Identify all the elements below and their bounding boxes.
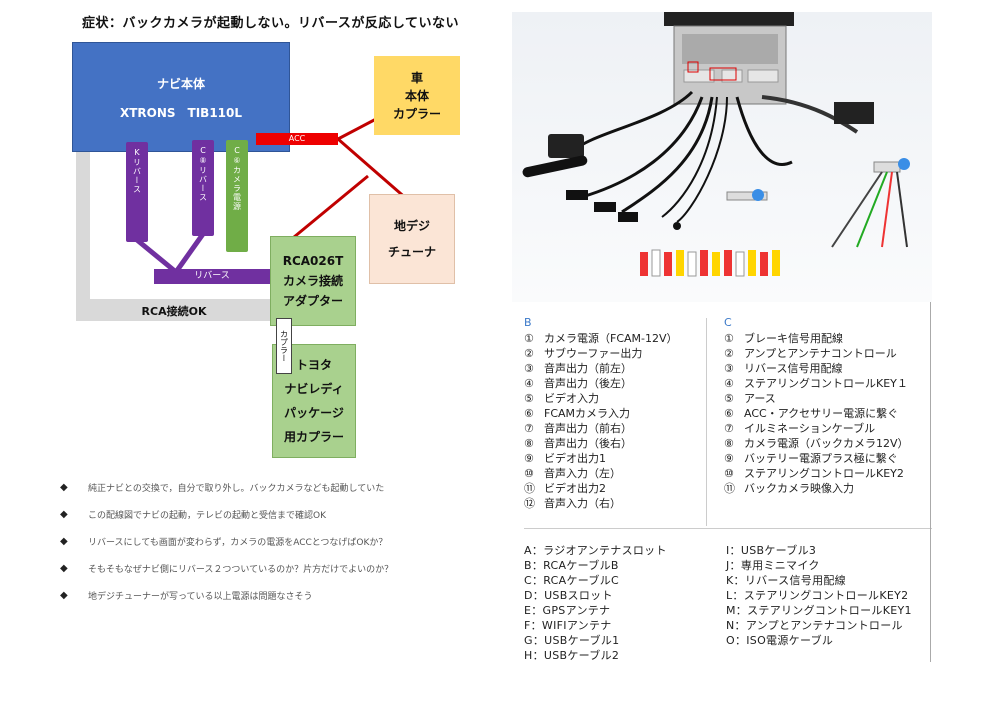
toyota-label-4: 用カプラー [283, 430, 344, 444]
diamond-bullet-icon: ◆ [60, 482, 68, 493]
toyota-label-1: トヨタ [295, 358, 332, 372]
toyota-label-3: パッケージ [284, 406, 344, 420]
note-text: リバースにしても画面が変わらず，カメラの電源をACCとつなげばOKか？ [88, 538, 388, 548]
legend-c-header: C [724, 316, 732, 329]
toyota-label-2: ナビレディ [284, 382, 344, 396]
rca-model: RCA026T [282, 254, 344, 268]
navi-unit-label: ナビ本体 [156, 77, 205, 91]
acc-to-tuner-line [337, 137, 409, 202]
letter-key-item: A：ラジオアンテナスロット [524, 544, 667, 557]
legend-divider-vertical [706, 318, 707, 526]
letter-key-item: H：USBケーブル2 [524, 649, 620, 662]
letter-key-item: K：リバース信号用配線 [726, 574, 846, 587]
rca-adapter-box: RCA026T カメラ接続 アダプター [270, 236, 356, 326]
diamond-bullet-icon: ◆ [60, 590, 68, 601]
c8-reverse-wire: C⑧リバース [192, 140, 214, 236]
letter-key-left: A：ラジオアンテナスロット B：RCAケーブルB C：RCAケーブルC D：US… [524, 542, 667, 662]
letter-key-item: B：RCAケーブルB [524, 559, 619, 572]
list-item: ◆ リバースにしても画面が変わらず，カメラの電源をACCとつなげばOKか？ [60, 528, 460, 555]
list-item: ◆ この配線図でナビの起動，テレビの起動と受信まで確認OK [60, 501, 460, 528]
page-title: 症状：バックカメラが起動しない。リバースが反応していない [82, 16, 459, 31]
list-item: ◆ 純正ナビとの交換で，自分で取り外し。バックカメラなども起動していた [60, 474, 460, 501]
rca-ok-connector-vertical [76, 142, 90, 310]
diamond-bullet-icon: ◆ [60, 509, 68, 520]
c6-camera-power-wire: C⑥カメラ電源 [226, 140, 248, 252]
navi-unit-model: XTRONS TIB110L [119, 106, 243, 120]
car-coupler-label: カプラー [392, 106, 441, 121]
digital-tuner-box: 地デジ チューナ [369, 194, 455, 284]
letter-key-item: N：アンプとアンテナコントロール [726, 619, 903, 632]
rca-label-2: アダプター [282, 294, 343, 308]
tuner-label-1: 地デジ [393, 219, 430, 233]
letter-key-item: J：専用ミニマイク [726, 559, 820, 572]
letter-key-item: G：USBケーブル1 [524, 634, 620, 647]
wiring-harness-photo [512, 12, 932, 302]
letter-key-item: C：RCAケーブルC [524, 574, 620, 587]
notes-list: ◆ 純正ナビとの交換で，自分で取り外し。バックカメラなども起動していた ◆ この配線… [60, 474, 460, 609]
list-item: ◆ 地デジチューナーが写っている以上電源は問題なさそう [60, 582, 460, 609]
tuner-label-2: チューナ [387, 245, 436, 259]
letter-key-item: O：ISO電源ケーブル [726, 634, 834, 647]
letter-key-item: E：GPSアンテナ [524, 604, 611, 617]
letter-key-right: I：USBケーブル3 J：専用ミニマイク K：リバース信号用配線 L：ステアリン… [726, 542, 912, 647]
letter-key-item: D：USBスロット [524, 589, 613, 602]
k-reverse-link [135, 238, 178, 274]
reverse-wire-bar: リバース [154, 269, 270, 284]
c8-reverse-link [173, 232, 206, 274]
note-text: 地デジチューナーが写っている以上電源は問題なさそう [88, 592, 313, 602]
acc-wire: ACC [256, 133, 338, 145]
letter-key-item: F：WIFIアンテナ [524, 619, 612, 632]
diamond-bullet-icon: ◆ [60, 536, 68, 547]
wiring-harness-illustration [522, 12, 910, 277]
right-edge-divider [930, 302, 931, 662]
legend-b-header: B [524, 316, 532, 329]
diamond-bullet-icon: ◆ [60, 563, 68, 574]
note-text: この配線図でナビの起動，テレビの起動と受信まで確認OK [88, 511, 326, 521]
car-body-label: 本体 [404, 88, 429, 103]
note-text: そもそもなぜナビ側にリバース２つついているのか？片方だけでよいのか？ [88, 565, 394, 575]
car-label: 車 [410, 70, 423, 85]
acc-to-car-line [337, 116, 379, 141]
legend-divider-horizontal [524, 528, 932, 529]
letter-key-item: M：ステアリングコントロールKEY1 [726, 604, 912, 617]
note-text: 純正ナビとの交換で，自分で取り外し。バックカメラなども起動していた [88, 484, 385, 494]
letter-key-item: L：ステアリングコントロールKEY2 [726, 589, 909, 602]
rca-ok-connector: RCA接続OK [76, 299, 272, 321]
car-coupler-box: 車 本体 カプラー [374, 56, 460, 135]
navi-unit-box: ナビ本体 XTRONS TIB110L [72, 42, 290, 152]
acc-to-rca-line [287, 174, 369, 244]
rca-label-1: カメラ接続 [282, 274, 343, 288]
letter-key-item: I：USBケーブル3 [726, 544, 817, 557]
list-item: ◆ そもそもなぜナビ側にリバース２つついているのか？片方だけでよいのか？ [60, 555, 460, 582]
connection-lines [135, 116, 409, 274]
coupler-connector: カプラー [276, 318, 292, 374]
k-reverse-wire: Kリバース [126, 142, 148, 242]
